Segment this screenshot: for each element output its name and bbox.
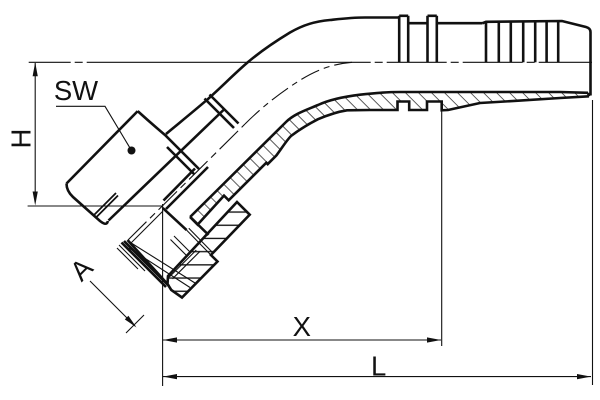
svg-text:H: H — [6, 129, 37, 149]
svg-text:SW: SW — [54, 75, 98, 106]
svg-text:X: X — [293, 311, 311, 342]
svg-text:L: L — [371, 350, 386, 381]
